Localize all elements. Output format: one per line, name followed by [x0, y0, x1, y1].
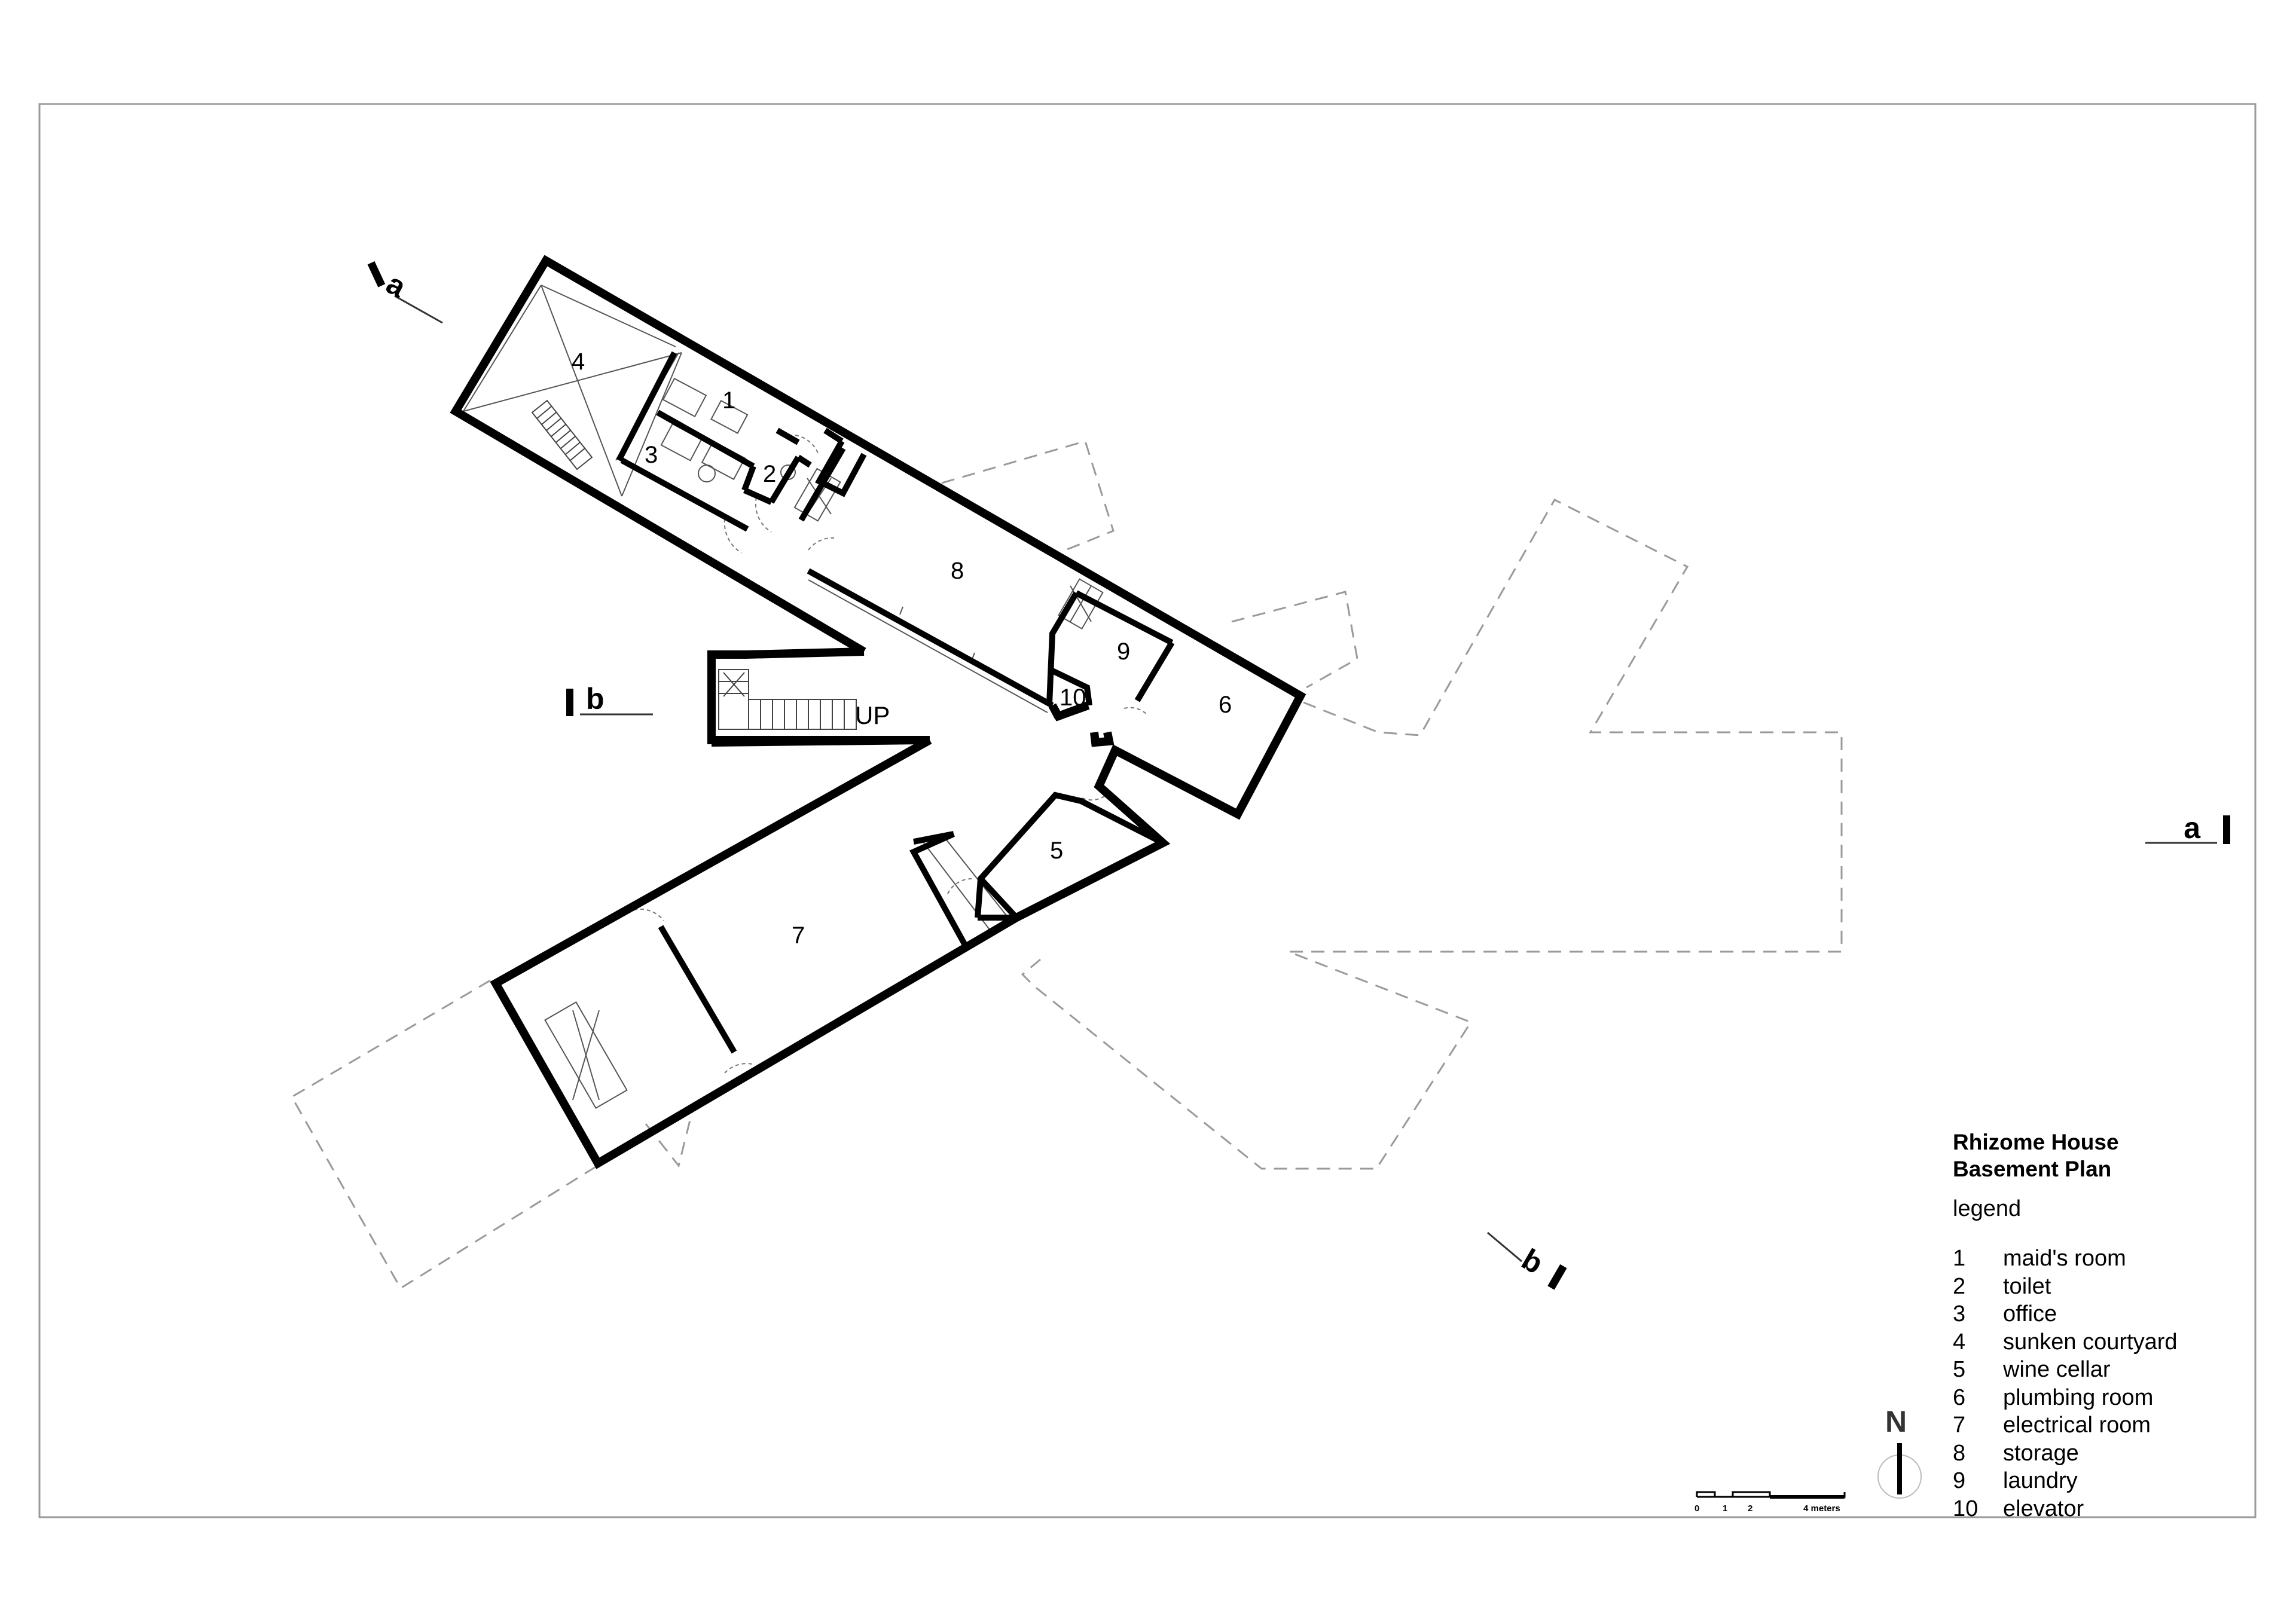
scale-label-1: 1 [1723, 1503, 1727, 1514]
room-2-number: 2 [763, 461, 776, 487]
legend-list: 1 maid's room 2 toilet 3 office 4 sunken cou… [1953, 1245, 2276, 1523]
upper-floor-outline [290, 440, 1843, 1290]
legend-panel: Rhizome House Basement Plan legend 1 maid… [1953, 1129, 2276, 1523]
section-marker-a-right: a [2145, 811, 2230, 845]
room-6-number: 6 [1219, 692, 1232, 718]
room-3-number: 3 [645, 442, 658, 468]
legend-item: 8 storage [1953, 1439, 2276, 1468]
legend-item: 1 maid's room [1953, 1245, 2276, 1273]
section-b-left-label: b [586, 682, 604, 716]
legend-item-label: electrical room [2003, 1413, 2151, 1438]
scale-label-0: 0 [1694, 1503, 1699, 1514]
legend-item-label: toilet [2003, 1273, 2051, 1299]
plan-title-line1: Rhizome House [1953, 1130, 2119, 1154]
room-5-number: 5 [1050, 838, 1063, 864]
legend-item: 3 office [1953, 1300, 2276, 1328]
legend-item: 10 elevator [1953, 1495, 2276, 1523]
scale-label-4: 4 meters [1803, 1503, 1840, 1514]
section-a-right-label: a [2184, 811, 2201, 845]
room-7-number: 7 [792, 922, 805, 949]
section-marker-b-left: b [566, 682, 653, 716]
main-stair [718, 669, 857, 730]
legend-item-label: plumbing room [2003, 1384, 2154, 1410]
legend-item-number: 9 [1953, 1468, 1966, 1493]
room-1-number: 1 [722, 387, 735, 414]
legend-item: 6 plumbing room [1953, 1384, 2276, 1412]
scale-bar [1696, 1491, 1846, 1499]
walls [450, 255, 1306, 1169]
legend-item: 5 wine cellar [1953, 1356, 2276, 1384]
legend-item-number: 10 [1953, 1496, 1979, 1521]
legend-item-number: 7 [1953, 1413, 1966, 1438]
legend-item-label: wine cellar [2003, 1357, 2111, 1382]
interior-lines [463, 285, 1104, 1109]
room-4-number: 4 [572, 349, 585, 375]
legend-item: 9 laundry [1953, 1467, 2276, 1495]
legend-item-number: 4 [1953, 1329, 1966, 1355]
room-8-number: 8 [951, 558, 964, 584]
legend-item: 4 sunken courtyard [1953, 1328, 2276, 1356]
legend-item: 7 electrical room [1953, 1411, 2276, 1439]
legend-item-label: sunken courtyard [2003, 1329, 2178, 1355]
room-9-number: 9 [1117, 638, 1130, 665]
legend-item-number: 5 [1953, 1357, 1966, 1382]
legend-item-number: 1 [1953, 1246, 1966, 1271]
room-10-number: 10 [1060, 684, 1086, 711]
section-marker-b-right: b [1487, 1231, 1567, 1290]
north-arrow: N [1877, 1405, 1922, 1499]
section-a-left-label: a [381, 267, 412, 304]
legend-item-label: laundry [2003, 1468, 2078, 1493]
legend-item-label: storage [2003, 1440, 2079, 1466]
north-label: N [1885, 1405, 1907, 1438]
stair-up-label: UP [855, 701, 890, 729]
legend-item-label: maid's room [2003, 1246, 2126, 1271]
legend-heading: legend [1953, 1196, 2022, 1221]
legend-item-number: 3 [1953, 1301, 1966, 1326]
door-swings [633, 435, 1147, 1074]
interior-walls [616, 351, 1175, 1054]
courtyard-stair [531, 399, 593, 470]
legend-item-label: office [2003, 1301, 2057, 1326]
section-marker-a-left: a [367, 261, 443, 324]
scale-label-2: 2 [1748, 1503, 1752, 1514]
plan-title-line2: Basement Plan [1953, 1157, 2112, 1181]
legend-item-number: 2 [1953, 1273, 1966, 1299]
legend-item: 2 toilet [1953, 1273, 2276, 1301]
sheet-border [38, 103, 2257, 1518]
legend-item-label: elevator [2003, 1496, 2084, 1521]
legend-item-number: 6 [1953, 1384, 1966, 1410]
legend-item-number: 8 [1953, 1440, 1966, 1466]
